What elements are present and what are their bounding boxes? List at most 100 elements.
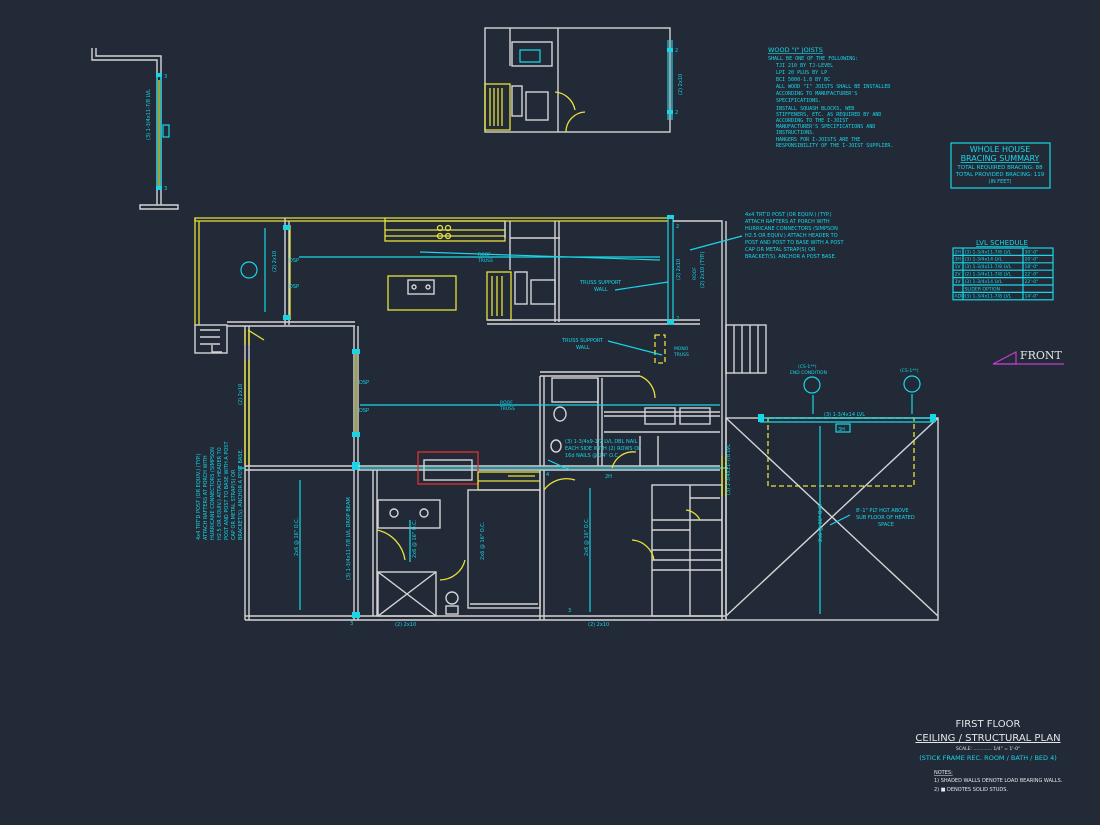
left-detail: (3) 1-3/4x11-7/8 LVL 3 3 [91, 48, 179, 210]
dsp-label: DSP [289, 284, 299, 290]
lvl-schedule-cell: (2) 1-3/4x11-7/8 LVL [965, 272, 1012, 278]
bracing-provided: TOTAL PROVIDED BRACING: 119 [955, 172, 1045, 178]
lvl-schedule-cell: 30'-0" [1025, 249, 1039, 255]
joist-note: RESPONSIBILITY OF THE I-JOIST SUPPLIER. [776, 143, 893, 149]
joist-option: LPI 20 PLUS BY LP [776, 70, 827, 76]
svg-text:POST AND POST TO BASE WITH A P: POST AND POST TO BASE WITH A POST [224, 441, 230, 540]
lvl-schedule-cell: 22'-0" [1025, 272, 1039, 278]
joist-note: ACCORDING TO THE I-JOIST [776, 118, 848, 124]
dsp-label: DSP [359, 408, 369, 414]
plt-note: SPACE [878, 522, 894, 528]
truss-support-label: TRUSS SUPPORT [579, 280, 622, 286]
end-condition-label: (CS-1**) [798, 364, 817, 370]
lvl-schedule-cell: 3V [955, 279, 962, 285]
plt-note: SUB FLOOR OF HEATED [856, 515, 915, 521]
lvl-schedule-cell: (3) 1-3/4x11-7/8 LVL [965, 249, 1012, 255]
lvl-schedule-cell: (3) 1-3/4x11-7/8 LVL [965, 294, 1012, 300]
title-line1: FIRST FLOOR [956, 719, 1021, 730]
mono-truss-label: TRUSS [673, 352, 689, 358]
post-note-line: HURRICANE CONNECTORS (SIMPSON [745, 226, 838, 232]
wood-joists-title: WOOD "I" JOISTS [768, 46, 823, 54]
post-note-line: POST AND POST TO BASE WITH A POST [745, 240, 844, 246]
roof-truss-label: TRUSS [477, 258, 493, 264]
joist-note: STIFFENERS, ETC. AS REQUIRED BY AND [776, 112, 881, 118]
lvl-nail-note: 16d NAILS @ 24" O.C. [565, 453, 620, 459]
plan-annotations: 4x4 TRT'D POST (OR EQUIV.) (TYP.) ATTACH… [196, 212, 919, 628]
header-label: (2) 2x10 [238, 384, 244, 405]
svg-text:CAP OR METAL STRAP(S) OR: CAP OR METAL STRAP(S) OR [231, 469, 237, 540]
title-subtitle: (STICK FRAME REC. ROOM / BATH / BED 4) [919, 754, 1057, 762]
stud-mark: 2 [676, 224, 679, 230]
joist-note: INSTALL SQUASH BLOCKS, WEB [776, 106, 854, 112]
wood-joists-notes: WOOD "I" JOISTS SHALL BE ONE OF THE FOLL… [768, 46, 893, 149]
cs-ref-label: (CS-1**) [900, 368, 919, 374]
left-lvl-label: (3) 1-3/4x11-7/8 LVL [146, 89, 152, 140]
bracing-title: WHOLE HOUSE [970, 145, 1031, 154]
header-label: (2) 2x10 [395, 622, 416, 628]
bracing-summary: WHOLE HOUSE BRACING SUMMARY TOTAL REQUIR… [950, 142, 1051, 189]
truss-support-label: WALL [594, 287, 608, 293]
joist-note: HANGERS FOR I-JOISTS ARE THE [776, 137, 860, 143]
lvl-schedule-cell: (3) 1-3/4x11-7/8 LVL [965, 264, 1012, 270]
lvl-schedule-cell: SLIDER OPTION [965, 286, 1001, 292]
beam-lvl-label: (3) 1-3/4x11-7/8 LVL [726, 444, 732, 495]
svg-text:H2.5 OR EQUIV.) ATTACH HEADER: H2.5 OR EQUIV.) ATTACH HEADER TO [217, 447, 223, 540]
lvl-schedule-cell: 3H [955, 257, 961, 263]
joist-spacing-label: 2x6 @ 16" O.C. [294, 517, 300, 556]
stud-mark: 3 [350, 621, 353, 627]
roof-truss-label: ROOF [500, 400, 513, 406]
post-note-line: 4x4 TRT'D POST (OR EQUIV.) (TYP.) [745, 212, 832, 218]
lvl-schedule-cell: 1V [955, 264, 962, 270]
title-line2: CEILING / STRUCTURAL PLAN [915, 733, 1060, 744]
header-label: (2) 2x10 [676, 259, 682, 280]
note-item: 1) SHADED WALLS DENOTE LOAD BEARING WALL… [934, 778, 1063, 784]
bracing-units: (IN FEET) [989, 179, 1012, 185]
lvl-nail-note: EACH SIDE WITH (2) ROWS OF [565, 446, 641, 452]
bracing-required: TOTAL REQUIRED BRACING: 88 [956, 165, 1043, 171]
joist-spacing-label: 2x6 @ 16" O.C. [818, 503, 824, 542]
roof-truss-label: TRUSS [499, 406, 515, 412]
header-label: (2) 2x10 (TYP.) [700, 251, 706, 288]
post-note-line: CAP OR METAL STRAP(S) OR [745, 247, 816, 253]
stud-mark: 3 [164, 186, 167, 192]
lvl-schedule-title: LVL SCHEDULE [976, 239, 1028, 247]
post-note-line: BRACKET(S). ANCHOR A POST BASE. [745, 254, 837, 260]
post-tag: 2H [605, 474, 612, 480]
joist-note: ALL WOOD "I" JOISTS SHALL BE INSTALLED [776, 84, 890, 90]
joist-spacing-label: 2x6 @ 16" O.C. [412, 519, 418, 558]
lvl-schedule-cell: 14'-0" [1025, 294, 1039, 300]
lvl-schedule-cell: (3) 1-3/4x14 LVL [965, 279, 1003, 285]
roof-truss-label: ROOF [478, 252, 491, 258]
top-lvl-label: (3) 1-3/4x14 LVL [824, 412, 865, 418]
stud-mark: 2 [675, 110, 678, 116]
stud-mark: 3 [568, 608, 571, 614]
roof-truss-label: ROOF [692, 267, 698, 280]
joist-note: ACCORDING TO MANUFACTURER'S [776, 91, 857, 97]
lvl-schedule-cell: 18'-0" [1025, 264, 1039, 270]
joist-note: SPECIFICATIONS. [776, 98, 821, 104]
joist-note: INSTRUCTIONS. [776, 130, 815, 136]
dsp-label: DSP [359, 380, 369, 386]
stud-mark: 4 [546, 472, 549, 478]
post-note-left: 4x4 TRT'D POST (OR EQUIV.) (TYP.) ATTACH… [196, 441, 244, 540]
title-scale: SCALE: ............. 1/4" = 1'-0" [956, 746, 1020, 752]
stud-mark: 3 [164, 74, 167, 80]
post-note-line: H2.5 OR EQUIV.) ATTACH HEADER TO [745, 233, 838, 239]
plt-note: 8'-1" PLT HGT ABOVE [856, 508, 908, 514]
header-label: (2) 2x10 [272, 251, 278, 272]
post-tag: 3H [838, 427, 845, 433]
lvl-schedule-cell: 2V [955, 272, 962, 278]
stud-mark: 2 [675, 48, 678, 54]
front-marker: FRONT [992, 349, 1064, 365]
stud-mark: 2 [676, 316, 679, 322]
wood-joists-intro: SHALL BE ONE OF THE FOLLOWING: [768, 56, 858, 62]
post-note-line: ATTACH RAFTERS AT PORCH WITH [745, 219, 830, 225]
mono-truss-label: MONO [674, 346, 689, 352]
joist-note: MANUFACTURER'S SPECIFICATIONS AND [776, 124, 875, 130]
svg-text:ATTACH RAFTERS AT PORCH WITH: ATTACH RAFTERS AT PORCH WITH [203, 455, 209, 540]
top-detail-plan: 2 2 (2) 2x10 [484, 27, 684, 133]
joist-option: TJI 210 BY TJ-LEVEL [776, 63, 833, 69]
header-label: (2) 2x10 [678, 74, 684, 95]
